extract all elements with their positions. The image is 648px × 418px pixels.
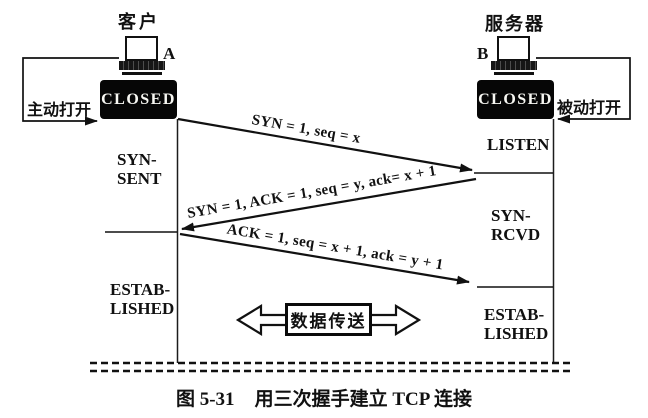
client-keyboard <box>119 61 165 70</box>
client-state-established: ESTAB- LISHED <box>110 280 175 318</box>
passive-open-arrow <box>536 57 631 124</box>
server-state-listen: LISTEN <box>487 135 550 154</box>
server-state-syn-rcvd: SYN- RCVD <box>491 206 541 244</box>
client-state-syn-sent: SYN- SENT <box>117 150 162 188</box>
server-shadow <box>494 72 534 75</box>
active-open-label: 主动打开 <box>27 102 92 119</box>
client-title: 客户 <box>118 12 160 32</box>
server-title: 服务器 <box>485 14 545 34</box>
ack-segment-arrow <box>179 232 470 285</box>
data-transfer-left-arrow <box>235 304 289 336</box>
active-open-arrow <box>22 57 119 126</box>
data-transfer-right-arrow <box>368 304 422 336</box>
data-transfer-box: 数据传送 <box>285 303 372 336</box>
syn-segment-arrow <box>177 117 473 173</box>
server-computer-icon <box>491 36 537 75</box>
server-closed-state-box: CLOSED <box>477 80 554 119</box>
client-monitor <box>125 36 158 61</box>
client-computer-icon <box>119 36 165 75</box>
client-shadow <box>122 72 162 75</box>
server-node-id: B <box>477 44 489 63</box>
server-monitor <box>497 36 530 61</box>
server-state-established: ESTAB- LISHED <box>484 305 549 343</box>
client-node-id: A <box>163 44 176 63</box>
figure-title: 用三次握手建立 TCP 连接 <box>254 389 473 410</box>
client-closed-state-box: CLOSED <box>100 80 177 119</box>
server-keyboard <box>491 61 537 70</box>
passive-open-label: 被动打开 <box>557 100 622 117</box>
syn-ack-segment-arrow <box>181 177 477 232</box>
figure-number: 图 5-31 <box>175 389 235 410</box>
figure-caption: 图 5-31 用三次握手建立 TCP 连接 <box>0 384 648 411</box>
